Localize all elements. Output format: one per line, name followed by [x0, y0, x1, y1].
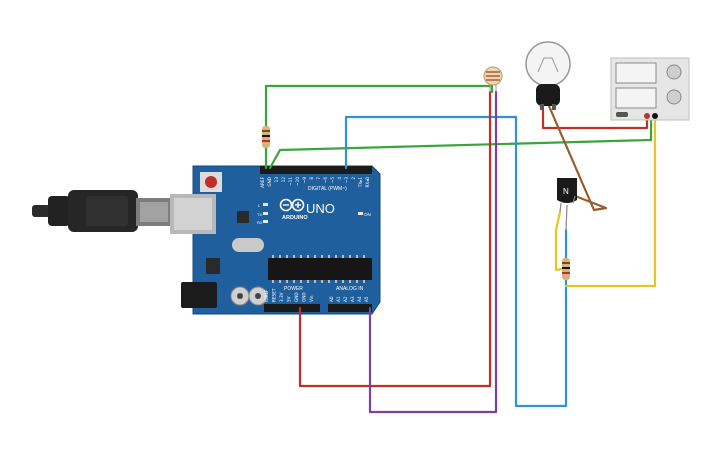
pin-label: GND — [294, 292, 299, 302]
wire-red[interactable] — [298, 90, 492, 388]
pin-label: ~6 — [323, 177, 328, 184]
model-label: UNO — [306, 201, 335, 216]
digital-label: DIGITAL (PWM~) — [308, 186, 347, 192]
usb-cable[interactable] — [32, 190, 172, 232]
tx-led-label: TX — [257, 212, 262, 217]
pin-label: 12 — [281, 177, 286, 183]
pin-label: GND — [302, 292, 307, 302]
on-led-label: ON — [364, 212, 371, 217]
pin-label: ~3 — [344, 177, 349, 184]
pin-label: A0 — [329, 296, 334, 302]
pin-label: 7 — [316, 177, 321, 180]
photoresistor[interactable] — [483, 66, 503, 92]
pin-label: 13 — [274, 177, 279, 183]
wire-green-top[interactable] — [264, 84, 494, 170]
pin-label: A2 — [343, 296, 348, 302]
pin-label: 5V — [287, 296, 292, 302]
analog-label: ANALOG IN — [336, 286, 364, 292]
pin-label: A1 — [336, 296, 341, 302]
pin-label: A4 — [357, 296, 362, 302]
pin-label: 8 — [309, 177, 314, 180]
resistor-green[interactable] — [262, 126, 270, 148]
brand-label: ARDUINO — [282, 215, 308, 221]
light-bulb[interactable] — [525, 41, 571, 110]
power-jack — [181, 282, 217, 308]
digital-header[interactable] — [260, 166, 372, 174]
resistor-yellow[interactable] — [562, 258, 570, 280]
npn-transistor[interactable]: N — [557, 178, 577, 231]
pin-label: RX◂0 — [365, 177, 370, 188]
pin-label: A5 — [364, 296, 369, 302]
pin-label: A3 — [350, 296, 355, 302]
pin-label: ~10 — [295, 177, 300, 186]
pin-label: 4 — [337, 177, 342, 180]
pin-label: IOREF — [264, 289, 269, 302]
wire-brown[interactable] — [547, 104, 608, 212]
wire-blue[interactable] — [344, 115, 568, 408]
pin-label: ~11 — [288, 177, 293, 186]
pin-label: RESET — [272, 288, 277, 302]
power-header[interactable] — [264, 304, 320, 312]
rx-led-label: RX — [257, 220, 263, 225]
transistor-label: N — [563, 187, 569, 196]
pin-label: Vin — [309, 295, 314, 302]
wire-purple[interactable] — [368, 90, 498, 414]
pin-label: AREF — [260, 176, 265, 187]
pin-label: TX▸1 — [358, 177, 363, 189]
power-label: POWER — [284, 286, 303, 292]
wire-yellow-right[interactable] — [564, 116, 657, 288]
pin-label: 2 — [351, 177, 356, 180]
wire-red-bulb[interactable] — [541, 106, 649, 130]
wire-green-low[interactable] — [268, 116, 653, 170]
pin-label: 3.3V — [279, 292, 284, 302]
power-supply[interactable] — [610, 57, 690, 121]
wire-yellow-left[interactable] — [554, 210, 568, 272]
pin-label: ~9 — [302, 177, 307, 184]
pin-label: GND — [267, 177, 272, 187]
crystal — [232, 238, 264, 252]
microcontroller-chip — [268, 258, 372, 280]
arduino-logo — [279, 198, 305, 212]
analog-header[interactable] — [328, 304, 372, 312]
arduino-board[interactable]: ARDUINO UNO ON L TX RX DIGITAL (PWM~) PO… — [170, 165, 381, 315]
pin-label: ~5 — [330, 177, 335, 184]
l-led-label: L — [258, 203, 261, 208]
